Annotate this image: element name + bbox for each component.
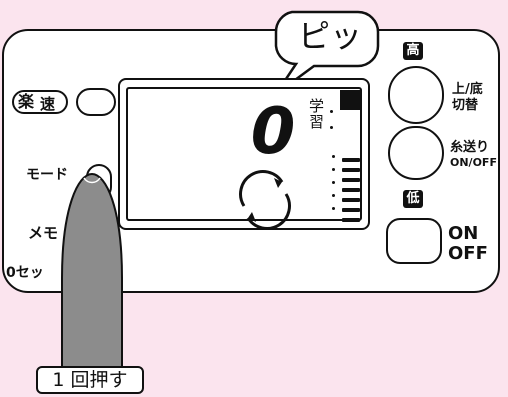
learn-label: 学習 [309, 97, 325, 131]
raku-soku-button[interactable] [76, 88, 116, 116]
level-dot [332, 181, 335, 184]
memo-label: メモ [28, 224, 59, 242]
top-bottom-label-2: 切替 [452, 98, 479, 113]
lcd-dot [330, 110, 333, 113]
level-bar [342, 168, 360, 172]
thread-feed-label-1: 糸送り [450, 140, 490, 155]
level-bar [342, 158, 360, 162]
status-square [340, 90, 360, 110]
thread-feed-label-2: ON/OFF [450, 156, 497, 169]
power-button[interactable] [386, 218, 442, 264]
speech-bubble [274, 10, 380, 96]
mode-label: モード [26, 167, 68, 183]
speech-bubble-text: ピッ [297, 17, 362, 55]
raku-soku-badge: 楽 速 [12, 90, 68, 114]
level-bar [342, 208, 360, 212]
lcd-digit: 0 [250, 95, 296, 169]
power-on-label: ON [448, 223, 479, 244]
raku-label: 楽 [18, 92, 35, 111]
level-bar [342, 198, 360, 202]
level-bar [342, 218, 360, 222]
top-bottom-label-1: 上/底 [452, 82, 483, 97]
high-icon: 高 [403, 42, 423, 60]
level-bar [342, 178, 360, 182]
press-once-label: 1 回押す [36, 366, 144, 394]
thread-feed-button[interactable] [388, 126, 444, 180]
rotation-icon [239, 170, 291, 230]
zero-set-label: 0セッ [6, 265, 44, 281]
soku-label: 速 [40, 95, 56, 113]
level-dot [332, 207, 335, 210]
level-dot [332, 155, 335, 158]
lcd-dot [330, 126, 333, 129]
level-bar [342, 188, 360, 192]
power-off-label: OFF [448, 243, 488, 264]
pressing-finger [61, 172, 123, 368]
level-dot [332, 194, 335, 197]
top-bottom-toggle-button[interactable] [388, 66, 444, 124]
level-dot [332, 168, 335, 171]
lcd-screen [126, 87, 362, 221]
low-icon: 低 [403, 190, 423, 208]
